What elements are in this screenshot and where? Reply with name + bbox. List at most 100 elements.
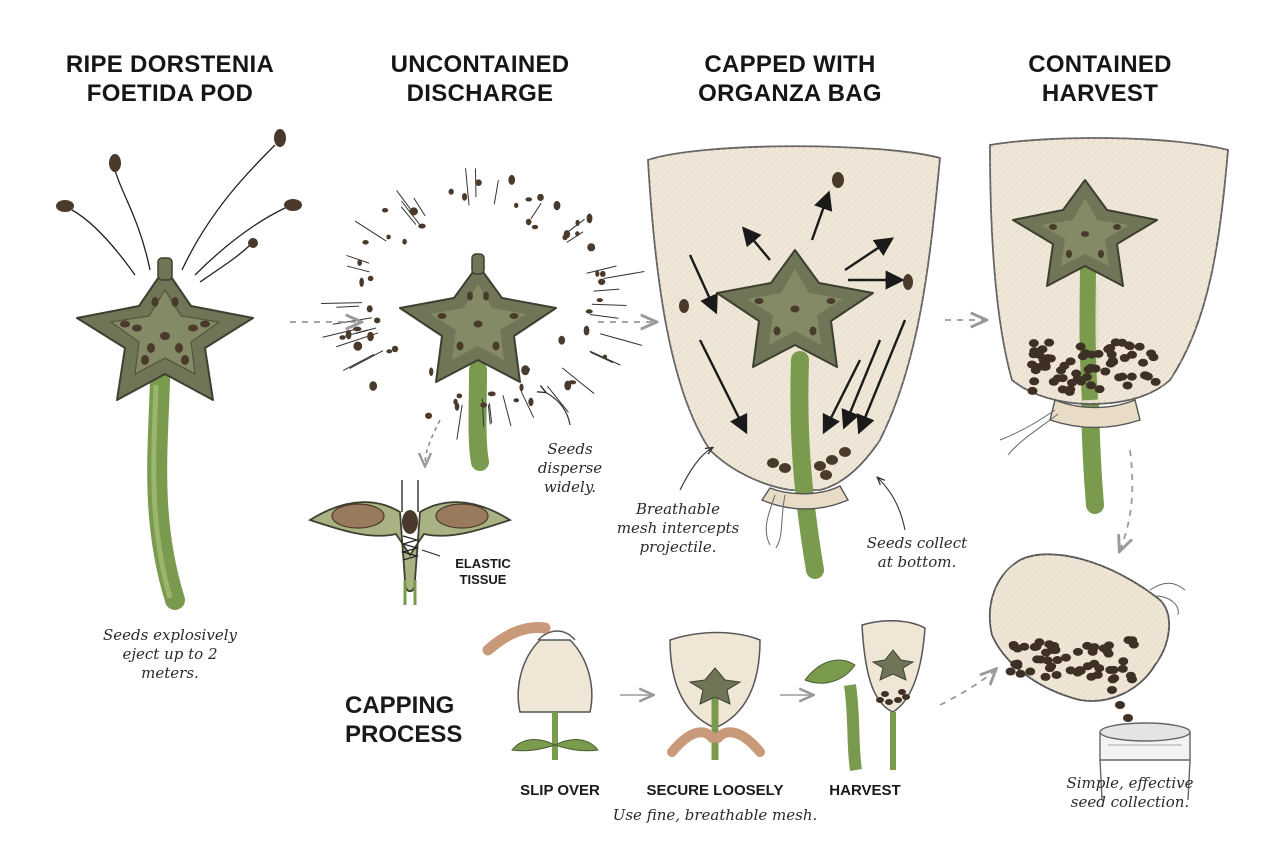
scattered-seed bbox=[480, 402, 488, 408]
scattered-seed bbox=[366, 305, 373, 313]
burst-line bbox=[561, 367, 595, 394]
scattered-seed bbox=[357, 259, 362, 266]
scattered-seed bbox=[369, 381, 378, 391]
scattered-seed bbox=[537, 193, 544, 202]
note-collect-line1: Seeds collect bbox=[866, 534, 968, 552]
burst-line bbox=[346, 265, 370, 273]
collected-seed bbox=[1093, 349, 1104, 358]
collected-seed bbox=[1071, 369, 1082, 378]
scattered-seed bbox=[599, 270, 606, 277]
title-contained-line1: CONTAINED bbox=[1028, 51, 1172, 78]
collected-seed bbox=[1012, 644, 1023, 653]
collected-seed bbox=[1127, 636, 1138, 645]
scattered-seed bbox=[448, 188, 454, 195]
burst-line bbox=[591, 303, 627, 307]
title-ripe-pod-line2: FOETIDA POD bbox=[86, 80, 254, 107]
scattered-seed bbox=[558, 335, 566, 345]
title-ripe-pod-line1: RIPE DORSTENIA bbox=[65, 51, 275, 78]
collected-seed bbox=[1094, 385, 1105, 394]
collected-seed bbox=[1077, 352, 1088, 361]
burst-line bbox=[332, 317, 372, 325]
collected-seed bbox=[1086, 672, 1097, 681]
label-elastic-line2: TISSUE bbox=[459, 572, 507, 587]
scattered-seed bbox=[429, 367, 434, 376]
collected-seed bbox=[1044, 338, 1055, 347]
scattered-seed bbox=[586, 213, 593, 224]
note-mesh-line2: mesh intercepts bbox=[616, 519, 740, 537]
collected-seed bbox=[1148, 353, 1159, 362]
burst-line bbox=[493, 179, 499, 205]
scattered-seed bbox=[454, 402, 460, 411]
scattered-seed bbox=[596, 298, 603, 303]
burst-line bbox=[487, 404, 491, 425]
collected-seed bbox=[1030, 366, 1041, 375]
note-eject-line1: Seeds explosively bbox=[103, 626, 237, 644]
collected-seed bbox=[1106, 350, 1117, 359]
collected-seed bbox=[1051, 670, 1062, 679]
collected-seed bbox=[1119, 353, 1130, 362]
collected-seed bbox=[1015, 669, 1026, 678]
scattered-seed bbox=[353, 341, 363, 351]
collected-seed bbox=[1108, 357, 1119, 366]
collected-seed bbox=[1005, 667, 1016, 676]
scattered-seed bbox=[339, 335, 346, 340]
burst-line bbox=[590, 351, 614, 364]
collected-seed bbox=[1074, 666, 1085, 675]
scattered-seed bbox=[391, 345, 399, 353]
stage2-scattered-seeds bbox=[339, 174, 608, 419]
scattered-seed bbox=[583, 325, 590, 336]
collected-seed bbox=[1064, 387, 1075, 396]
label-elastic-line1: ELASTIC bbox=[455, 556, 511, 571]
collected-seed bbox=[1029, 347, 1040, 356]
collected-seed bbox=[1034, 638, 1045, 647]
collected-seed bbox=[1117, 338, 1128, 347]
scattered-seed bbox=[508, 174, 516, 185]
scattered-seed bbox=[553, 200, 561, 211]
collected-seed bbox=[1140, 371, 1151, 380]
scattered-seed bbox=[525, 197, 533, 202]
scattered-seed bbox=[487, 391, 496, 397]
collected-seed bbox=[1117, 372, 1128, 381]
scattered-seed bbox=[564, 380, 572, 391]
note-eject-line3: meters. bbox=[141, 664, 199, 682]
scattered-seed bbox=[367, 331, 374, 342]
note-eject-line2: eject up to 2 bbox=[122, 645, 218, 663]
label-capping-process: CAPPING PROCESS bbox=[345, 691, 485, 749]
scattered-seed bbox=[362, 240, 369, 245]
burst-line bbox=[465, 168, 470, 206]
scattered-seed bbox=[475, 179, 482, 187]
stage3-capped-bag bbox=[647, 145, 941, 579]
note-disperse: Seeds disperse widely. bbox=[530, 440, 610, 497]
label-step-secure-loosely: SECURE LOOSELY bbox=[646, 782, 784, 799]
burst-line bbox=[349, 350, 384, 369]
scattered-seed bbox=[531, 224, 539, 230]
collected-seed bbox=[1072, 647, 1083, 656]
label-step-slip-over: SLIP OVER bbox=[520, 782, 600, 799]
note-eject: Seeds explosively eject up to 2 meters. bbox=[80, 626, 260, 683]
collected-seed bbox=[1108, 665, 1119, 674]
note-mesh-tip-text: Use fine, breathable mesh. bbox=[612, 806, 818, 824]
label-capping-line1: CAPPING bbox=[345, 692, 455, 719]
step-secure-loosely bbox=[667, 631, 765, 760]
burst-line bbox=[321, 302, 363, 305]
collected-seed bbox=[1059, 361, 1070, 370]
collected-seed bbox=[1109, 674, 1120, 683]
collected-seed bbox=[1040, 672, 1051, 681]
scattered-seed bbox=[513, 398, 520, 403]
collected-seed bbox=[1028, 339, 1039, 348]
scattered-seed bbox=[402, 238, 407, 245]
scattered-seed bbox=[598, 278, 606, 285]
scattered-seed bbox=[425, 412, 433, 419]
collected-seed bbox=[1100, 367, 1111, 376]
scattered-seed bbox=[521, 365, 530, 376]
note-disperse-line2: disperse bbox=[537, 459, 603, 477]
note-collect: Seeds collect at bottom. bbox=[852, 534, 982, 572]
collected-seed bbox=[1127, 675, 1138, 684]
step-slip-over bbox=[482, 621, 599, 760]
stage1-star-pod bbox=[76, 257, 254, 401]
title-capped-bag: CAPPED WITH ORGANZA BAG bbox=[670, 50, 910, 108]
burst-line bbox=[396, 190, 411, 210]
collected-seed bbox=[1117, 664, 1128, 673]
scattered-seed bbox=[513, 202, 519, 209]
